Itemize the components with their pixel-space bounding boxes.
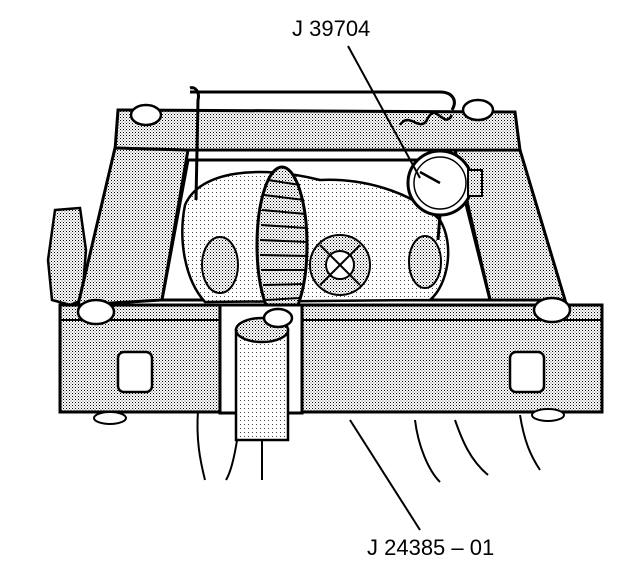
bolt-front-center [262,307,294,329]
bolt-back-right [461,98,495,122]
gauge-spring [398,111,454,126]
front-frame-rail [58,303,604,414]
corner-bolts [76,98,572,329]
bolt-back-left [129,103,163,127]
callout-top-tool: J 39704 [292,16,371,41]
front-slot-right [508,350,546,394]
pinion-yoke [218,303,304,480]
callout-bottom-tool: J 24385 – 01 [367,535,495,560]
front-slot-left [116,350,154,394]
bolt-front-left [76,298,116,326]
back-frame-rail [113,108,522,152]
bolt-front-right [532,296,572,324]
leader-line-bottom [349,419,421,531]
leader-line-top [347,45,421,179]
dial-indicator [189,86,483,241]
differential-case [181,170,450,304]
side-handle [46,206,88,307]
fixture-feet [93,408,565,425]
side-gears [201,234,442,296]
ring-gear [255,165,309,325]
